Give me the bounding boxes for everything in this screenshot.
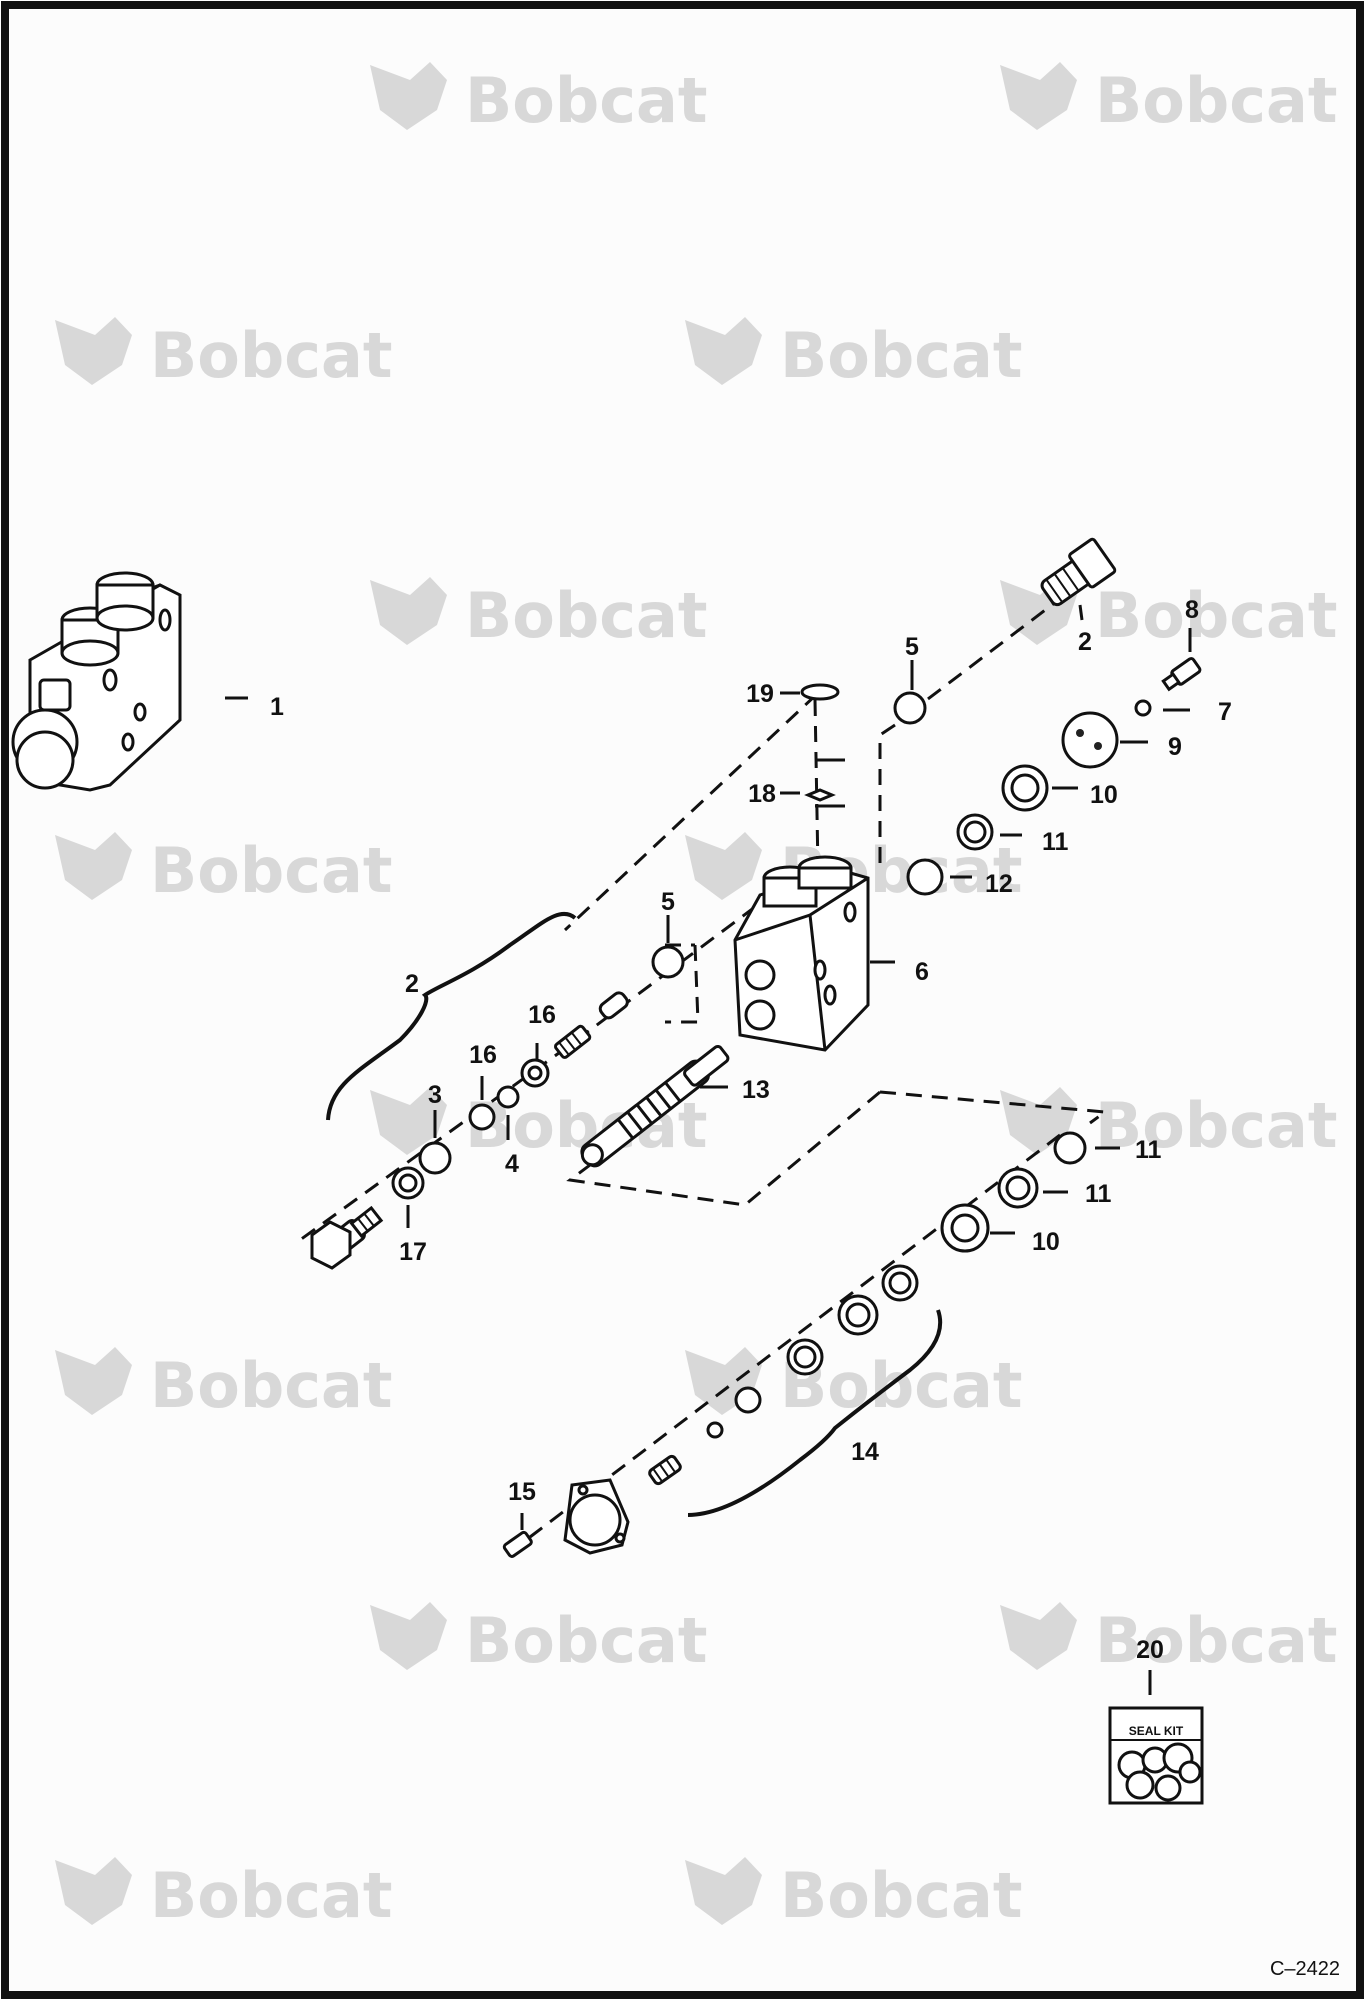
watermark: Bobcat [55,1347,392,1422]
end-cap [502,1478,630,1558]
callout-8: 8 [1185,596,1199,624]
callout-6: 6 [915,958,929,986]
watermark: Bobcat [1000,1087,1337,1162]
callout-16-a: 16 [528,1001,556,1029]
callout-9: 9 [1168,733,1182,761]
callout-11-top: 11 [1042,828,1069,856]
watermark-text: Bobcat [465,579,707,652]
callout-19: 19 [746,680,774,708]
callout-10-top: 10 [1090,781,1118,809]
watermark-text: Bobcat [150,834,392,907]
callout-16-b: 16 [469,1041,497,1069]
callout-1: 1 [270,693,284,721]
watermark-text: Bobcat [1095,64,1337,137]
watermark-text: Bobcat [150,319,392,392]
watermark-text: Bobcat [150,1859,392,1932]
valve-body-assembly [11,571,182,792]
seal-kit-package: SEAL KIT [1108,1706,1204,1805]
watermark-text: Bobcat [465,64,707,137]
callout-4: 4 [505,1150,519,1178]
watermark-text: Bobcat [150,1349,392,1422]
seal-rings [310,657,1202,1486]
valve-spool [580,1044,730,1168]
watermark-text: Bobcat [780,1859,1022,1932]
callout-20: 20 [1136,1636,1164,1664]
watermark-text: Bobcat [780,319,1022,392]
callout-3: 3 [428,1081,442,1109]
callout-14: 14 [851,1438,879,1466]
plug-fitting [1040,537,1117,607]
watermark: Bobcat [55,317,392,392]
watermark: Bobcat [685,317,1022,392]
figure-code: C–2422 [1270,1958,1340,1980]
watermark-text: Bobcat [465,1604,707,1677]
callout-7: 7 [1218,698,1232,726]
callout-15: 15 [508,1478,536,1506]
callout-17: 17 [399,1238,427,1266]
watermark-text: Bobcat [1095,579,1337,652]
seal-kit-label: SEAL KIT [1129,1724,1184,1738]
callout-10-bottom: 10 [1032,1228,1060,1256]
valve-section [733,855,870,1052]
callout-labels: 1 2 2 3 4 5 5 6 7 8 9 10 10 11 11 11 12 … [270,596,1232,1664]
callout-5-mid: 5 [661,888,675,916]
watermark: Bobcat [1000,1602,1337,1677]
callout-11-b1: 11 [1135,1136,1162,1164]
watermark: Bobcat [55,832,392,907]
watermark: Bobcat [370,62,707,137]
watermark: Bobcat [1000,62,1337,137]
bracket-kit-2 [326,911,577,1121]
callout-11-b2: 11 [1085,1180,1112,1208]
watermark-text: Bobcat [1095,1089,1337,1162]
watermark: Bobcat [685,1857,1022,1932]
watermark: Bobcat [55,1857,392,1932]
callout-5-top: 5 [905,633,919,661]
watermark: Bobcat [685,1347,1022,1422]
watermark: Bobcat [370,577,707,652]
callout-13: 13 [742,1076,770,1104]
callout-18: 18 [748,780,776,808]
callout-2-kit: 2 [405,970,419,998]
callout-2-plug: 2 [1078,628,1092,656]
callout-12: 12 [985,870,1013,898]
watermark: Bobcat [370,1602,707,1677]
watermark-text: Bobcat [1095,1604,1337,1677]
leader-lines [225,604,1192,1695]
bracket-kit-14 [687,1309,943,1517]
